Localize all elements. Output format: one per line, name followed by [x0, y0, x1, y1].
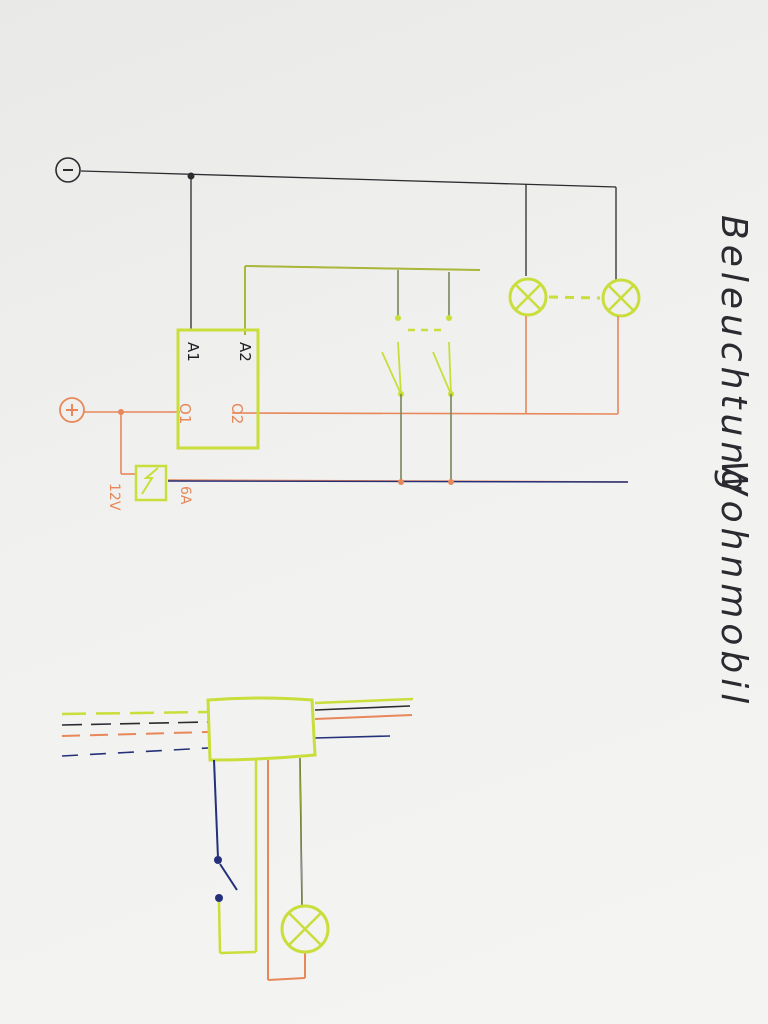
- lamp-icon: [601, 278, 641, 318]
- title-word-beleuchtung: Beleuchtung: [713, 215, 754, 497]
- title: Beleuchtung Wohnmobil: [713, 215, 754, 708]
- fuse-voltage: 12V: [106, 483, 122, 511]
- junction-box-icon: [61, 696, 414, 981]
- switch-icon: [381, 270, 404, 485]
- ground-junction-dot: [187, 172, 195, 180]
- plus-terminal-icon: [59, 397, 85, 423]
- fuse-icon: 6A 12V: [106, 464, 193, 511]
- fuse-rating: 6A: [177, 486, 193, 505]
- relay-label-a2: A2: [236, 342, 254, 362]
- minus-terminal-icon: [55, 157, 81, 183]
- switched-line: [244, 265, 481, 335]
- title-word-wohnmobil: Wohnmobil: [713, 460, 754, 708]
- ground-wires: [80, 170, 617, 330]
- relay-icon: A1 A2 O1 O2: [176, 328, 260, 450]
- lamp-icon: [280, 904, 330, 954]
- relay-label-a1: A1: [184, 342, 202, 362]
- lamp-icon: [508, 277, 548, 317]
- control-wire: [167, 480, 629, 483]
- relay-label-o1: O1: [176, 403, 194, 424]
- lamp-dashed-link: [548, 295, 601, 300]
- positive-junction-dot: [118, 409, 124, 415]
- switch-icon: [432, 272, 454, 485]
- relay-label-o2: O2: [228, 403, 246, 424]
